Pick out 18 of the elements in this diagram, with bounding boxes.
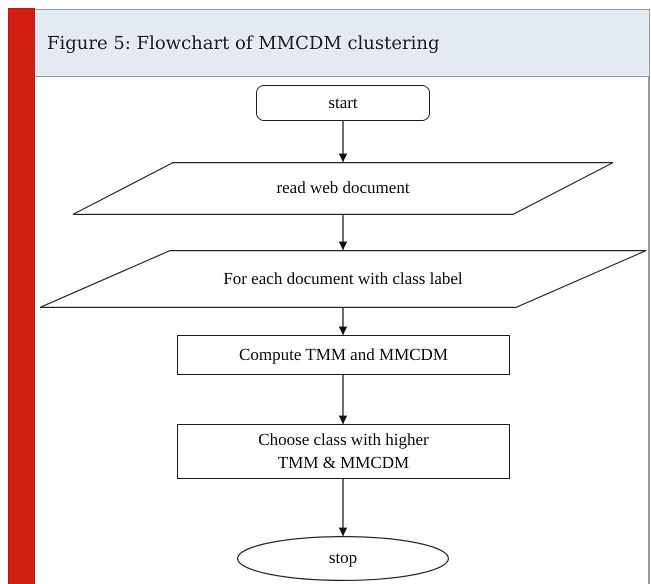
process-box	[177, 424, 510, 479]
terminal-ellipse	[237, 536, 449, 581]
node-label: For each document with class label	[222, 268, 464, 290]
input-parallelogram	[40, 250, 646, 308]
arrow	[338, 308, 348, 335]
arrow	[338, 215, 348, 250]
process-box	[177, 335, 510, 375]
node-label: Choose class with higher TMM & MMCDM	[257, 429, 430, 474]
node-label: start	[327, 92, 359, 114]
input-parallelogram	[73, 162, 613, 215]
arrow	[338, 375, 348, 424]
arrow	[338, 121, 348, 162]
figure-title: Figure 5: Flowchart of MMCDM clustering	[47, 33, 440, 54]
node-label: read web document	[275, 177, 411, 200]
arrow	[338, 479, 348, 536]
node-label: Compute TMM and MMCDM	[238, 344, 449, 366]
node-label: stop	[328, 547, 358, 570]
terminal-box	[256, 85, 430, 121]
